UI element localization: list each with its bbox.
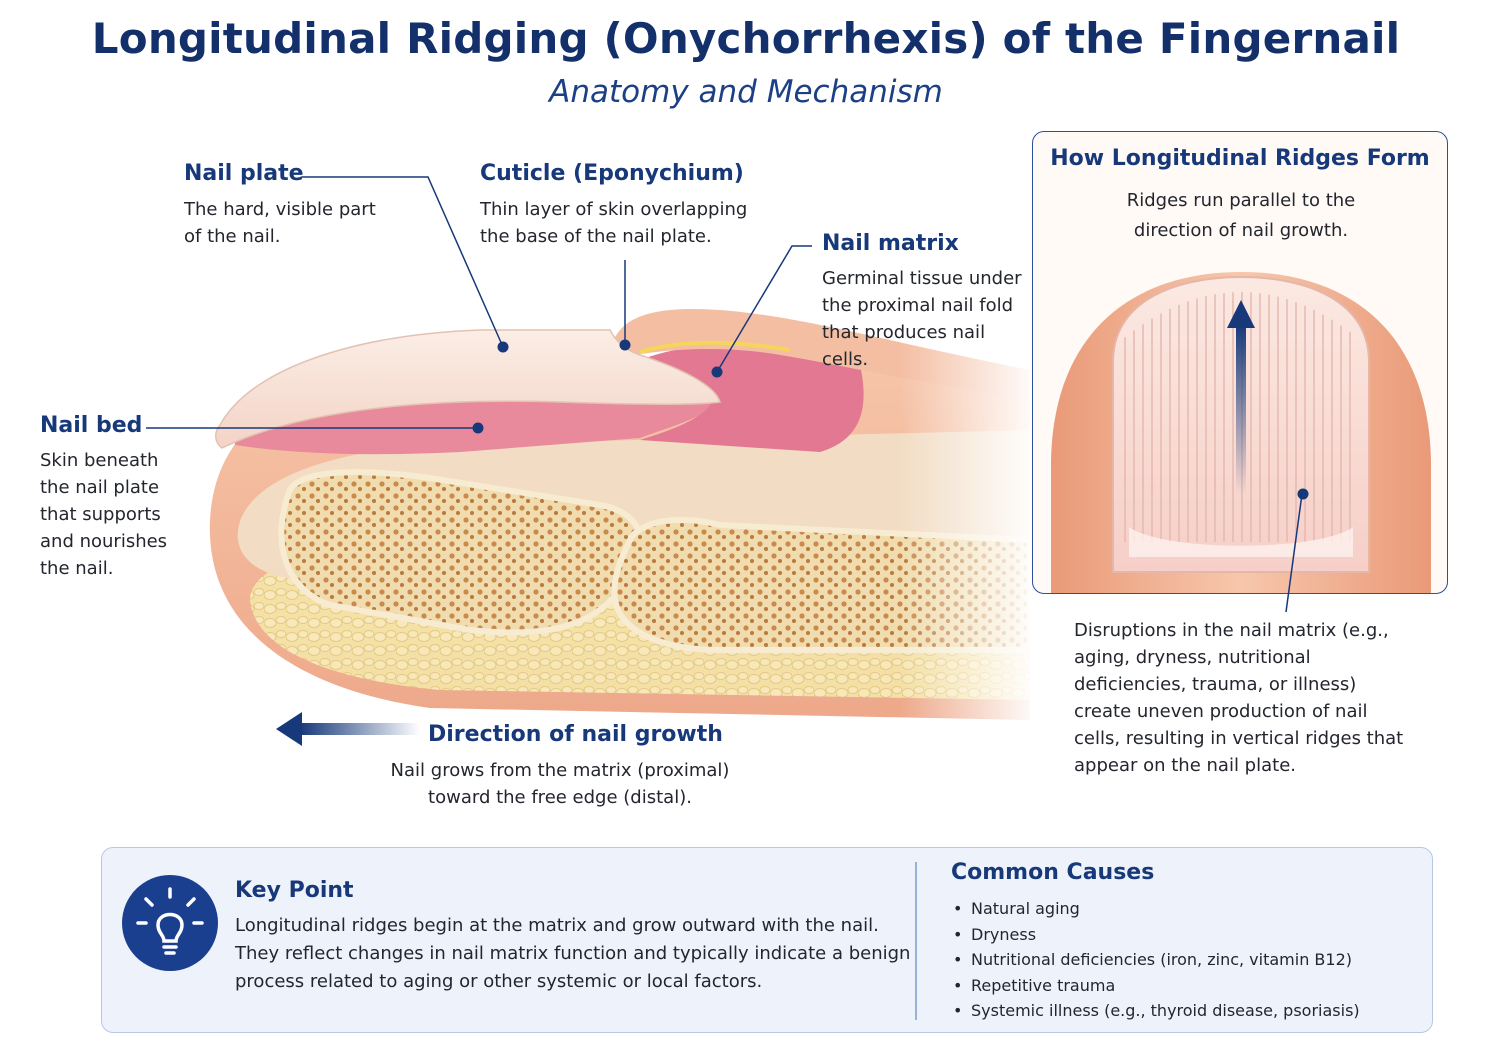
- ridges-panel: How Longitudinal Ridges Form Ridges run …: [1032, 131, 1448, 594]
- ridges-panel-description: Ridges run parallel to the direction of …: [1126, 190, 1356, 241]
- ridge-marker: [1297, 488, 1309, 500]
- fingertip-ridges-illustration: [1051, 272, 1431, 593]
- arrow-up-icon: [1227, 300, 1255, 494]
- nail-matrix-description: Germinal tissue under the proximal nail …: [822, 268, 1022, 370]
- growth-description: Nail grows from the matrix (proximal) to…: [390, 760, 730, 808]
- disruption-leader: [1285, 493, 1303, 613]
- nail-matrix-leader: [716, 245, 812, 373]
- panel-divider: [915, 862, 917, 1020]
- nail-plate-marker: [497, 341, 509, 353]
- key-point-text: Longitudinal ridges begin at the matrix …: [235, 915, 911, 992]
- nail-bed-title: Nail bed: [40, 413, 143, 438]
- nail-matrix-tissue: [640, 344, 864, 452]
- cause-item: Dryness: [951, 922, 1360, 948]
- disruption-description: Disruptions in the nail matrix (e.g., ag…: [1074, 620, 1404, 776]
- cuticle-description: Thin layer of skin overlapping the base …: [480, 199, 748, 247]
- nail-bed-marker: [472, 422, 484, 434]
- common-causes-list: Natural aging Dryness Nutritional defici…: [951, 896, 1360, 1024]
- nail-bed-description: Skin beneath the nail plate that support…: [40, 450, 168, 579]
- nail-plate-leader: [302, 176, 504, 348]
- cause-item: Systemic illness (e.g., thyroid disease,…: [951, 998, 1360, 1024]
- cause-item: Nutritional deficiencies (iron, zinc, vi…: [951, 947, 1360, 973]
- nail-plate-description: The hard, visible part of the nail.: [184, 199, 376, 247]
- nail-matrix-title: Nail matrix: [822, 231, 959, 256]
- arrow-left-icon: [276, 712, 420, 746]
- cuticle-marker: [619, 339, 631, 351]
- page-subtitle: Anatomy and Mechanism: [549, 74, 943, 110]
- key-point-title: Key Point: [235, 878, 354, 903]
- nail-plate-title: Nail plate: [184, 161, 304, 186]
- cause-item: Natural aging: [951, 896, 1360, 922]
- key-point-panel: Key Point Longitudinal ridges begin at t…: [101, 847, 1433, 1033]
- lightbulb-icon: [122, 875, 218, 971]
- common-causes-title: Common Causes: [951, 860, 1155, 885]
- cause-item: Repetitive trauma: [951, 973, 1360, 999]
- page-title: Longitudinal Ridging (Onychorrhexis) of …: [91, 14, 1401, 63]
- growth-title: Direction of nail growth: [428, 722, 723, 747]
- cuticle-title: Cuticle (Eponychium): [480, 161, 744, 186]
- ridges-panel-title: How Longitudinal Ridges Form: [1050, 146, 1430, 171]
- nail-matrix-marker: [711, 366, 723, 378]
